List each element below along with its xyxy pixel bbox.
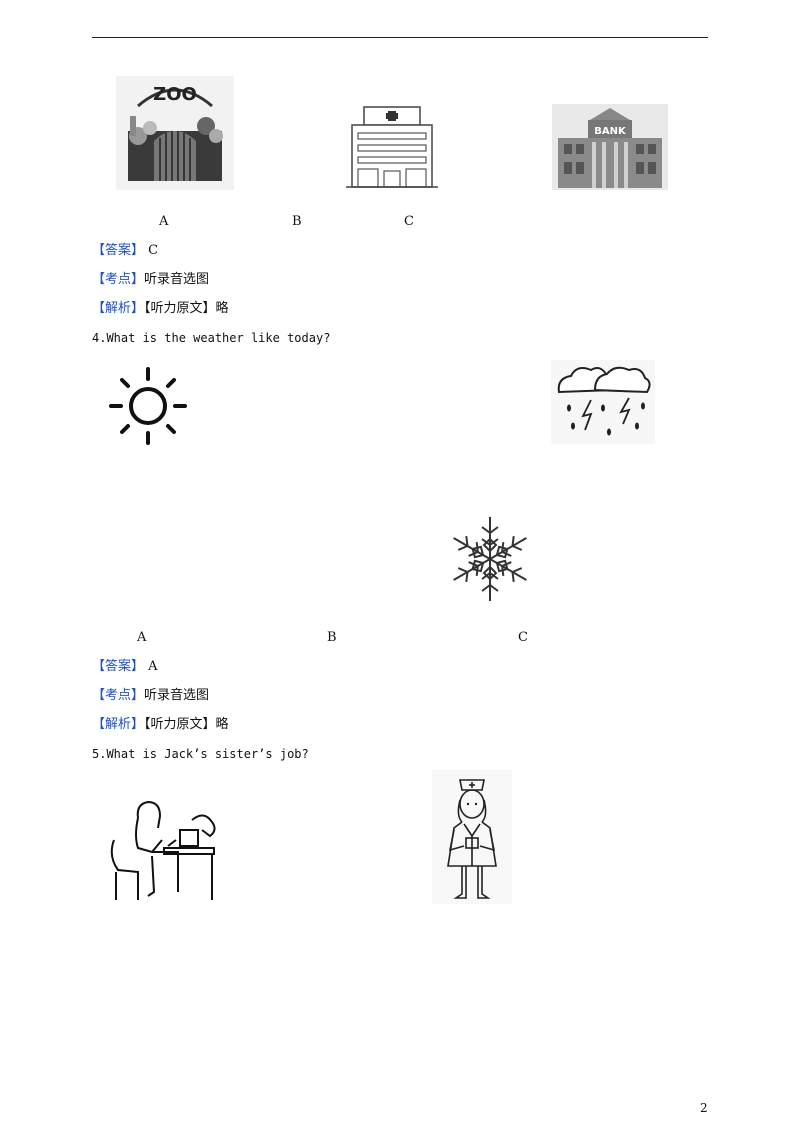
jiexi-label: 【解析】	[92, 301, 145, 316]
q4-jiexi-line: 【解析】【听力原文】略	[92, 717, 229, 733]
q4-kaodian-line: 【考点】听录音选图	[92, 688, 209, 704]
answer-label: 【答案】	[92, 243, 145, 258]
answer-label: 【答案】	[92, 659, 145, 674]
storm-cloud-icon	[551, 360, 655, 444]
zoo-gate-image: ZOO	[116, 76, 234, 190]
bank-image: BANK	[552, 104, 668, 190]
sun-icon	[108, 366, 188, 446]
q4-option-a-label: A	[137, 630, 147, 645]
q5-question: 5.What is Jack’s sister’s job?	[92, 747, 309, 761]
kaodian-label: 【考点】	[92, 688, 145, 703]
q3-option-c-label: C	[404, 214, 414, 229]
jiexi-label: 【解析】	[92, 717, 145, 732]
svg-text:ZOO: ZOO	[153, 84, 197, 105]
nurse-image	[432, 770, 512, 904]
kaodian-value: 听录音选图	[144, 688, 210, 703]
answer-value: C	[148, 243, 159, 258]
q3-kaodian-line: 【考点】听录音选图	[92, 272, 209, 288]
jiexi-value: 【听力原文】略	[144, 301, 229, 316]
kaodian-label: 【考点】	[92, 272, 145, 287]
header-rule	[92, 37, 708, 38]
kaodian-value: 听录音选图	[144, 272, 210, 287]
hospital-image	[346, 105, 438, 189]
q4-option-c-label: C	[518, 630, 528, 645]
q3-option-b-label: B	[292, 214, 302, 229]
q3-answer-line: 【答案】 C	[92, 243, 158, 259]
answer-value: A	[148, 659, 158, 674]
q4-question: 4.What is the weather like today?	[92, 331, 331, 345]
snowflake-icon	[446, 513, 534, 605]
q3-option-a-label: A	[159, 214, 169, 229]
q3-jiexi-line: 【解析】【听力原文】略	[92, 301, 229, 317]
page-number: 2	[700, 1101, 708, 1115]
office-worker-image	[108, 796, 220, 902]
q4-option-b-label: B	[327, 630, 337, 645]
q4-answer-line: 【答案】 A	[92, 659, 158, 675]
jiexi-value: 【听力原文】略	[144, 717, 229, 732]
svg-text:BANK: BANK	[594, 126, 627, 137]
